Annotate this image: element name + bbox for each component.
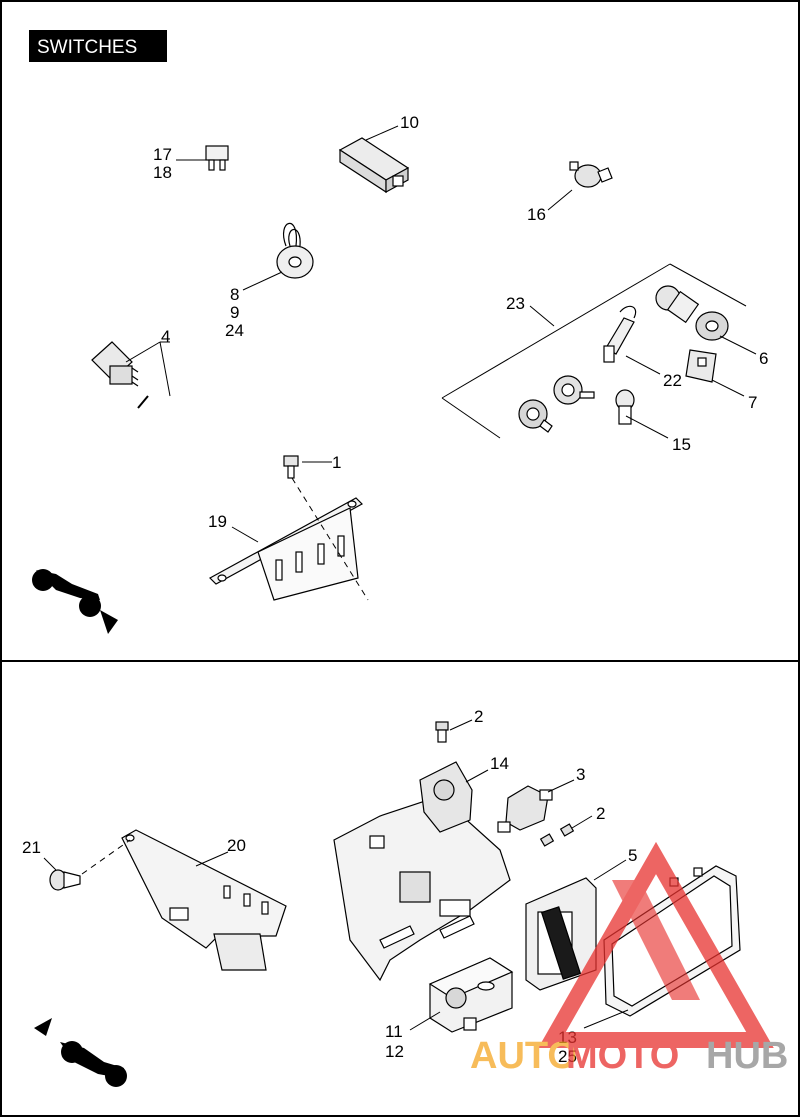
callout-22: 22 [663,371,682,390]
motorcycle-reverse-icon [34,1018,127,1087]
part-mounting-bracket [121,829,287,971]
watermark-text-hub: HUB [706,1035,788,1077]
callout-10: 10 [400,113,419,132]
callout-2b: 2 [596,804,605,823]
part-neutral-switch [91,341,149,409]
callout-21: 21 [22,838,41,857]
callout-19: 19 [208,512,227,531]
part-switch-bracket [209,497,363,601]
callout-16: 16 [527,205,546,224]
callout-15: 15 [672,435,691,454]
part-relay [338,137,410,194]
callout-12: 12 [385,1042,404,1061]
part-control-module [525,877,597,991]
callout-18: 18 [153,163,172,182]
motorcycle-forward-icon [32,569,118,634]
callout-8: 8 [230,285,239,304]
part-electrical-tray [333,761,511,982]
part-fuse [205,145,229,171]
part-spring-pin [615,389,635,425]
part-module-cover [428,957,514,1033]
part-screw-top [283,455,299,479]
title-badge [29,30,167,62]
callout-14: 14 [490,754,509,773]
callout-20: 20 [227,836,246,855]
part-relay-switch [497,785,553,833]
callout-9: 9 [230,303,239,322]
watermark-text-auto: AUTO [470,1035,577,1077]
part-screw-bottom-a [435,721,449,743]
callout-7: 7 [748,393,757,412]
part-pressure-switch [569,161,613,188]
part-sensor-ring [276,222,314,279]
callout-1: 1 [332,453,341,472]
part-lock-cylinder-a [553,375,595,405]
part-push-pin [49,869,81,891]
callout-24: 24 [225,321,244,340]
callout-2a: 2 [474,707,483,726]
callout-6: 6 [759,349,768,368]
callout-23: 23 [506,294,525,313]
page-title: SWITCHES [37,37,137,58]
watermark-text-moto: MOTO [566,1035,679,1077]
callout-4: 4 [161,327,170,346]
watermark-logo: AUTO MOTO HUB [470,841,788,1077]
part-bracket-clip [685,349,717,383]
callout-11: 11 [385,1022,403,1041]
callout-3: 3 [576,765,585,784]
callout-5: 5 [628,846,637,865]
part-lock-cylinder-b [518,399,553,433]
part-ignition-switch [655,285,729,341]
callout-17: 17 [153,145,172,164]
part-key-fob [603,305,637,363]
callout-25: 25 [558,1047,577,1066]
part-screw-bottom-b [539,823,575,847]
